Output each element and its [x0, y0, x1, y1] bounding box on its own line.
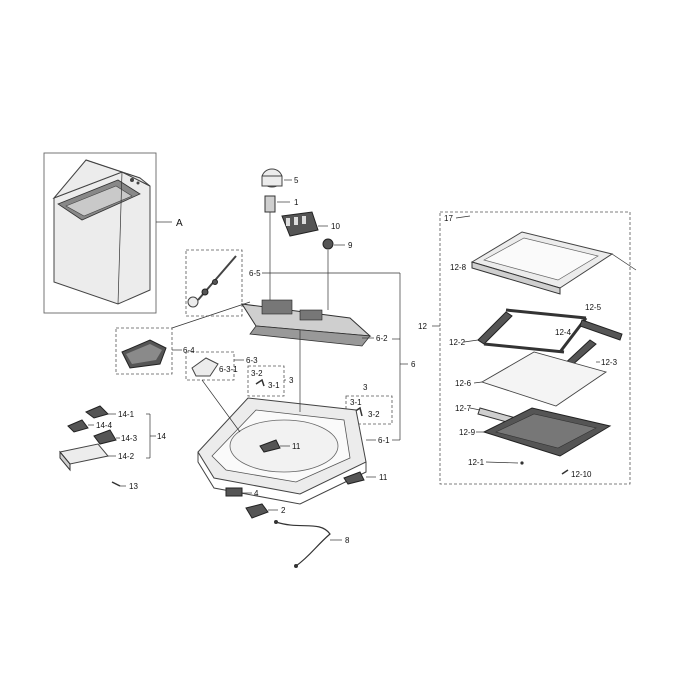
callout-6-4: 6-4 — [183, 346, 195, 355]
callout-5: 5 — [294, 176, 299, 185]
callout-3-1-right: 3-1 — [350, 398, 362, 407]
callout-12-8: 12-8 — [450, 263, 467, 272]
lid-assembly-12: 17 12-8 12-2 12-4 12-5 12-3 12-6 12-7 — [418, 211, 637, 485]
callout-12-4: 12-4 — [555, 328, 572, 337]
part-6-4-box: 6-4 — [115, 301, 251, 375]
callout-12-1: 12-1 — [468, 458, 485, 467]
callout-10: 10 — [331, 222, 340, 231]
part-5-knob: 5 — [261, 168, 299, 188]
lid-assembly-frame — [439, 211, 631, 485]
part-6-3-box: 6-3-1 6-3 — [185, 351, 258, 381]
callout-12-7: 12-7 — [455, 404, 472, 413]
overview-inset: A — [43, 152, 183, 314]
callout-3-2-right: 3-2 — [368, 410, 380, 419]
callout-12-6: 12-6 — [455, 379, 472, 388]
callout-14-2: 14-2 — [118, 452, 135, 461]
callout-14-3: 14-3 — [121, 434, 138, 443]
part-11-right: 11 — [343, 471, 388, 485]
part-10-switch-block: 10 — [281, 211, 340, 237]
washer-overview-illustration — [52, 159, 151, 305]
callout-12-5: 12-5 — [585, 303, 602, 312]
part-2: 2 — [245, 503, 286, 519]
callout-4: 4 — [254, 489, 259, 498]
overview-frame — [43, 152, 157, 314]
callout-11-inner: 11 — [292, 442, 301, 451]
bracket-6-5: 6-5 6 — [249, 269, 416, 441]
callout-14: 14 — [157, 432, 166, 441]
control-panel-6-2: 6-2 — [241, 299, 388, 347]
callout-11-right: 11 — [379, 473, 388, 482]
callout-A: A — [176, 218, 183, 229]
callout-6-1: 6-1 — [378, 436, 390, 445]
part-13: 13 — [111, 481, 138, 491]
callout-3-left: 3 — [289, 376, 294, 385]
detergent-parts-14: 14-1 14-4 14-3 14-2 14 — [59, 405, 166, 472]
part-1-shaft: 1 — [264, 195, 299, 300]
callout-3-1-left: 3-1 — [268, 381, 280, 390]
callout-3-2-left: 3-2 — [251, 369, 263, 378]
callout-3-right: 3 — [363, 383, 368, 392]
callout-12-9: 12-9 — [459, 428, 476, 437]
hose-parts-box — [185, 249, 243, 317]
callout-1: 1 — [294, 198, 299, 207]
callout-12: 12 — [418, 322, 427, 331]
part-9: 9 — [322, 238, 353, 310]
callout-14-1: 14-1 — [118, 410, 135, 419]
callout-6-3: 6-3 — [246, 356, 258, 365]
part-4: 4 — [225, 487, 259, 498]
callout-12-2: 12-2 — [449, 338, 466, 347]
callout-6: 6 — [411, 360, 416, 369]
callout-6-2: 6-2 — [376, 334, 388, 343]
part-3-box-left: 3-2 3-1 3 — [247, 365, 294, 397]
callout-9: 9 — [348, 241, 353, 250]
callout-17: 17 — [444, 214, 453, 223]
callout-12-3: 12-3 — [601, 358, 618, 367]
callout-13: 13 — [129, 482, 138, 491]
callout-8: 8 — [345, 536, 350, 545]
callout-6-5: 6-5 — [249, 269, 261, 278]
part-11-inner: 11 — [259, 439, 301, 453]
callout-6-3-1: 6-3-1 — [219, 365, 238, 374]
callout-12-10: 12-10 — [571, 470, 592, 479]
part-8-wire: 8 — [274, 520, 350, 568]
callout-2: 2 — [281, 506, 286, 515]
callout-14-4: 14-4 — [96, 421, 113, 430]
